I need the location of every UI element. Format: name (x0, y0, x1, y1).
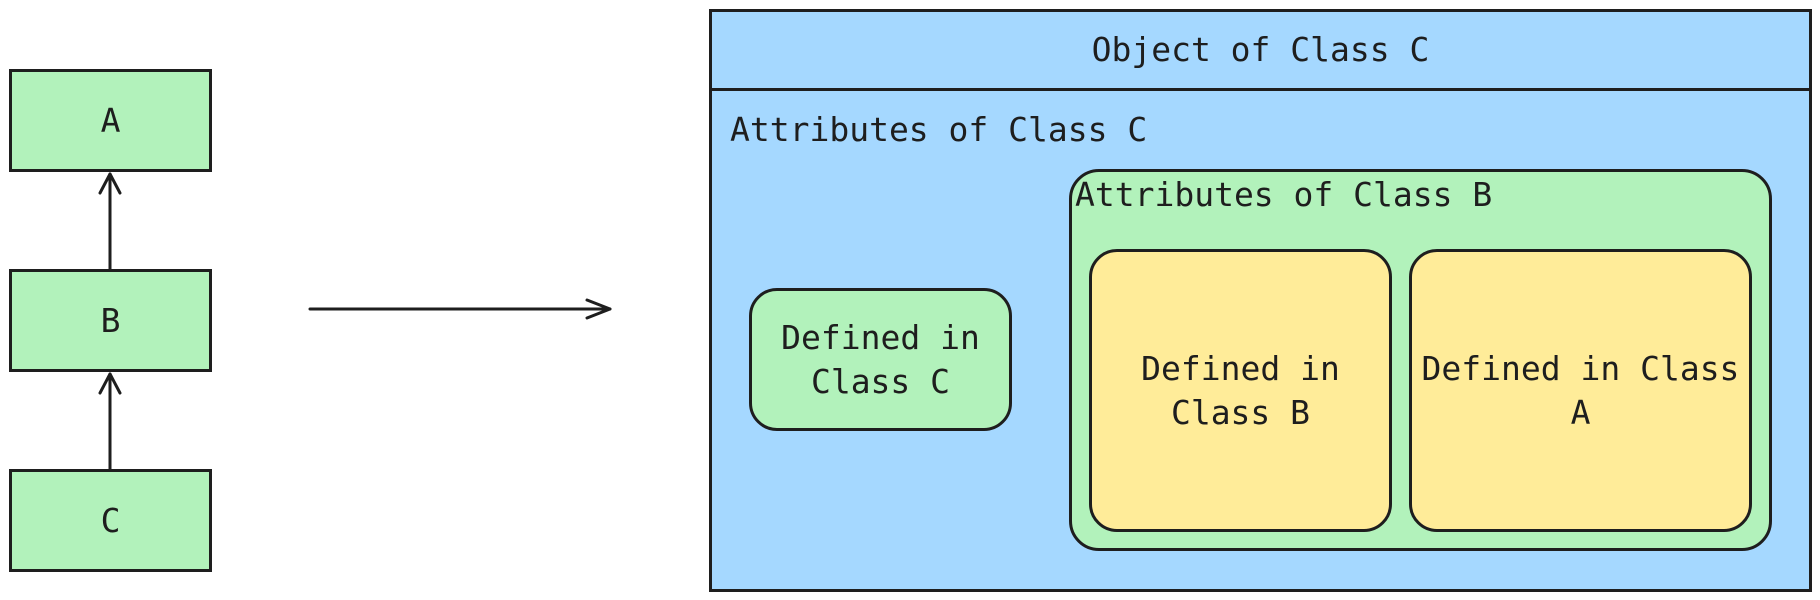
class-c-box: C (9, 469, 212, 572)
attrs-c-title: Attributes of Class C (730, 110, 1148, 149)
inherit-arrow-c-to-b (98, 372, 122, 471)
defined-in-b-label: Defined in Class B (1141, 348, 1340, 432)
object-header-label: Object of Class C (1091, 30, 1430, 69)
defined-in-b-box: Defined in Class B (1089, 249, 1392, 532)
defined-in-c-box: Defined in Class C (749, 288, 1012, 431)
class-c-label: C (100, 500, 121, 540)
object-header: Object of Class C (709, 9, 1812, 91)
defined-in-c-label: Defined in Class C (781, 317, 980, 401)
defined-in-a-label: Defined in Class A (1421, 348, 1740, 432)
attrs-b-title: Attributes of Class B (1075, 175, 1493, 214)
defined-in-a-box: Defined in Class A (1409, 249, 1752, 532)
class-a-label: A (100, 100, 121, 140)
class-b-box: B (9, 269, 212, 372)
transform-arrow (308, 298, 612, 320)
inherit-arrow-b-to-a (98, 172, 122, 271)
class-a-box: A (9, 69, 212, 172)
class-b-label: B (100, 300, 121, 340)
